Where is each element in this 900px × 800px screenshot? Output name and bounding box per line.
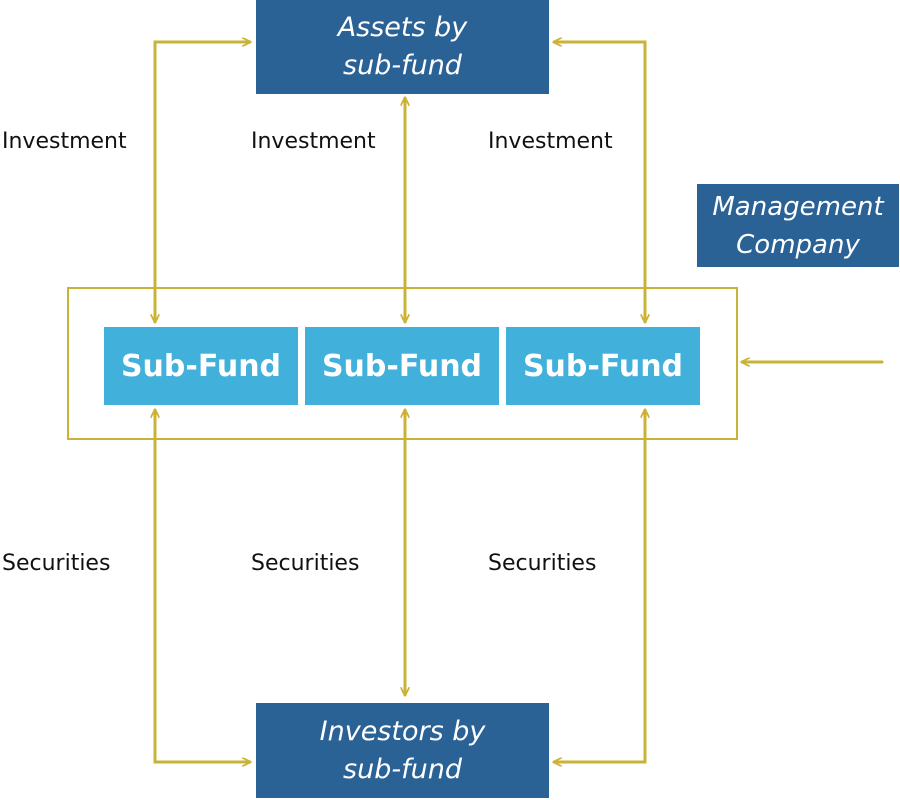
investment-label-left: Investment: [2, 129, 127, 154]
assets-box: Assets by sub-fund: [256, 0, 549, 94]
investment-label-middle: Investment: [251, 129, 376, 154]
securities-label-middle: Securities: [251, 551, 360, 576]
securities-arrow-left: [155, 408, 252, 762]
investment-arrow-left: [155, 42, 252, 324]
sub-fund-box-3: Sub-Fund: [506, 327, 700, 405]
securities-label-right: Securities: [488, 551, 597, 576]
securities-label-left: Securities: [2, 551, 111, 576]
securities-arrow-right: [552, 408, 645, 762]
investment-arrow-right: [552, 42, 645, 324]
investment-label-right: Investment: [488, 129, 613, 154]
investors-box: Investors by sub-fund: [256, 703, 549, 798]
sub-fund-box-2: Sub-Fund: [305, 327, 499, 405]
management-company-box: Management Company: [697, 184, 899, 267]
sub-fund-box-1: Sub-Fund: [104, 327, 298, 405]
sub-fund-group-frame: [67, 287, 738, 440]
